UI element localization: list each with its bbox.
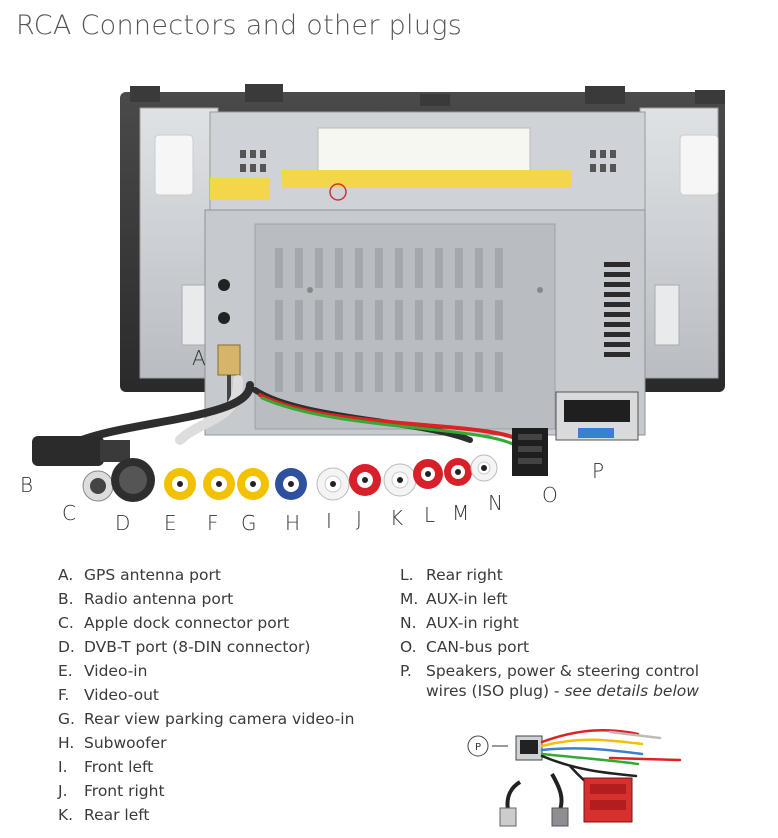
legend-text: Subwoofer (84, 734, 167, 752)
legend-key: F. (58, 686, 70, 704)
iso-plug-detail: P (467, 728, 682, 827)
rca-jack-e (164, 468, 196, 500)
iso-connector-red (583, 777, 633, 823)
callout-d: D (115, 511, 130, 535)
callout-k: K (390, 506, 403, 530)
dvbt-din-connector (111, 458, 155, 502)
callout-o: O (542, 483, 558, 507)
iso-radio-plug (499, 773, 569, 827)
legend-key: H. (58, 734, 75, 752)
legend-key: L. (400, 566, 414, 584)
chassis-top (209, 111, 646, 219)
legend-text: Speakers, power & steering control (426, 662, 700, 680)
legend-text: Rear right (426, 566, 503, 584)
rca-jack-h (275, 468, 307, 500)
legend-key: D. (58, 638, 75, 656)
legend-text: CAN-bus port (426, 638, 530, 656)
legend-text: Video-in (84, 662, 148, 680)
mounting-bracket-right (639, 107, 719, 379)
rca-jack-m (444, 458, 472, 486)
legend-text-plain: wires (ISO plug) - (426, 682, 565, 700)
rca-jack-k (383, 463, 417, 497)
legend-key: K. (58, 806, 74, 824)
iso-plug-socket (515, 735, 543, 761)
callout-b: B (20, 473, 33, 497)
legend-key: M. (400, 590, 419, 608)
legend-key: P. (400, 662, 412, 680)
legend-text: AUX-in left (426, 590, 508, 608)
legend-text: DVB-T port (8-DIN connector) (84, 638, 311, 656)
rca-jack-g (237, 468, 269, 500)
legend-text: AUX-in right (426, 614, 519, 632)
legend-text: Radio antenna port (84, 590, 234, 608)
canbus-port (512, 428, 548, 476)
legend-key: J. (58, 782, 68, 800)
iso-wire-loom (540, 728, 682, 798)
legend-text: Front right (84, 782, 165, 800)
legend-text: GPS antenna port (84, 566, 221, 584)
legend-text: Apple dock connector port (84, 614, 290, 632)
legend-key: C. (58, 614, 74, 632)
legend-key: O. (400, 638, 417, 656)
callout-i: I (326, 509, 332, 533)
radio-antenna-plug (32, 436, 130, 466)
rca-jacks (164, 454, 498, 501)
legend-text: Rear view parking camera video-in (84, 710, 355, 728)
p-badge: P (467, 735, 508, 757)
rca-jack-i (316, 467, 350, 501)
iso-socket (555, 391, 639, 441)
rca-jack-f (203, 468, 235, 500)
legend-right: L. Rear right M. AUX-in left N. AUX-in righ… (400, 566, 730, 706)
apple-dock-connector (82, 470, 114, 502)
callout-m: M (452, 501, 469, 525)
page-title: RCA Connectors and other plugs (16, 10, 463, 41)
callout-j: J (356, 507, 362, 531)
legend-key: N. (400, 614, 417, 632)
legend-left: A.GPS antenna port B.Radio antenna port … (58, 566, 378, 830)
rca-jack-j (349, 464, 381, 496)
callout-c: C (62, 501, 76, 525)
p-badge-label: P (475, 742, 481, 753)
legend-key: I. (58, 758, 68, 776)
head-unit-rear-diagram: A B C D E F G H I J K L M N O P (20, 84, 725, 535)
callout-n: N (488, 491, 503, 515)
callout-l: L (424, 503, 435, 527)
legend-text: Video-out (84, 686, 159, 704)
legend-text-line2: wires (ISO plug) - see details below (426, 682, 699, 700)
legend-key: B. (58, 590, 74, 608)
legend-key: A. (58, 566, 74, 584)
legend-text: Front left (84, 758, 154, 776)
see-details-link[interactable]: see details below (564, 682, 699, 700)
legend-key: E. (58, 662, 73, 680)
callout-p: P (592, 459, 604, 483)
callout-h: H (285, 511, 300, 535)
callout-e: E (164, 511, 177, 535)
rca-jack-n (470, 454, 498, 482)
callout-a: A (192, 346, 206, 370)
legend-key: G. (58, 710, 75, 728)
rca-jack-l (413, 459, 443, 489)
callout-f: F (207, 511, 219, 535)
legend-text: Rear left (84, 806, 150, 824)
callout-g: G (241, 511, 257, 535)
